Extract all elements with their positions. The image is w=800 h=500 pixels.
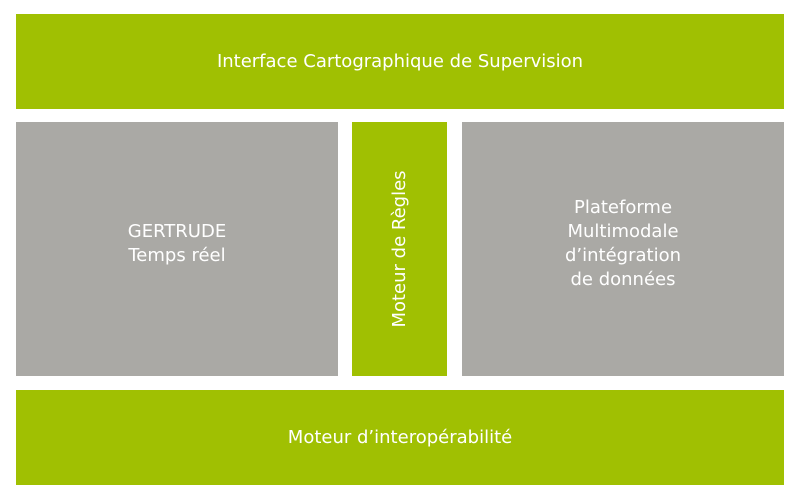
interoperability-engine-label: Moteur d’interopérabilité bbox=[287, 426, 513, 448]
supervision-interface-label: Interface Cartographique de Supervision bbox=[216, 50, 584, 72]
rules-engine-label: Moteur de Règles bbox=[388, 170, 410, 328]
gertrude-block: GERTRUDE Temps réel bbox=[16, 122, 338, 376]
data-platform-line-3: d’intégration bbox=[564, 245, 682, 266]
data-platform-line-4: de données bbox=[570, 269, 676, 290]
data-platform-line-2: Multimodale bbox=[567, 221, 679, 242]
data-platform-text: Plateforme Multimodale d’intégration de … bbox=[565, 196, 681, 302]
data-platform-block: Plateforme Multimodale d’intégration de … bbox=[462, 122, 784, 376]
supervision-interface-block: Interface Cartographique de Supervision bbox=[16, 14, 784, 109]
rules-engine-block: Moteur de Règles bbox=[352, 122, 447, 376]
interoperability-engine-block: Moteur d’interopérabilité bbox=[16, 390, 784, 485]
gertrude-title: GERTRUDE bbox=[127, 221, 227, 242]
data-platform-line-1: Plateforme bbox=[573, 197, 673, 218]
gertrude-subtitle: Temps réel bbox=[128, 245, 226, 266]
gertrude-text: GERTRUDE Temps réel bbox=[128, 220, 226, 278]
